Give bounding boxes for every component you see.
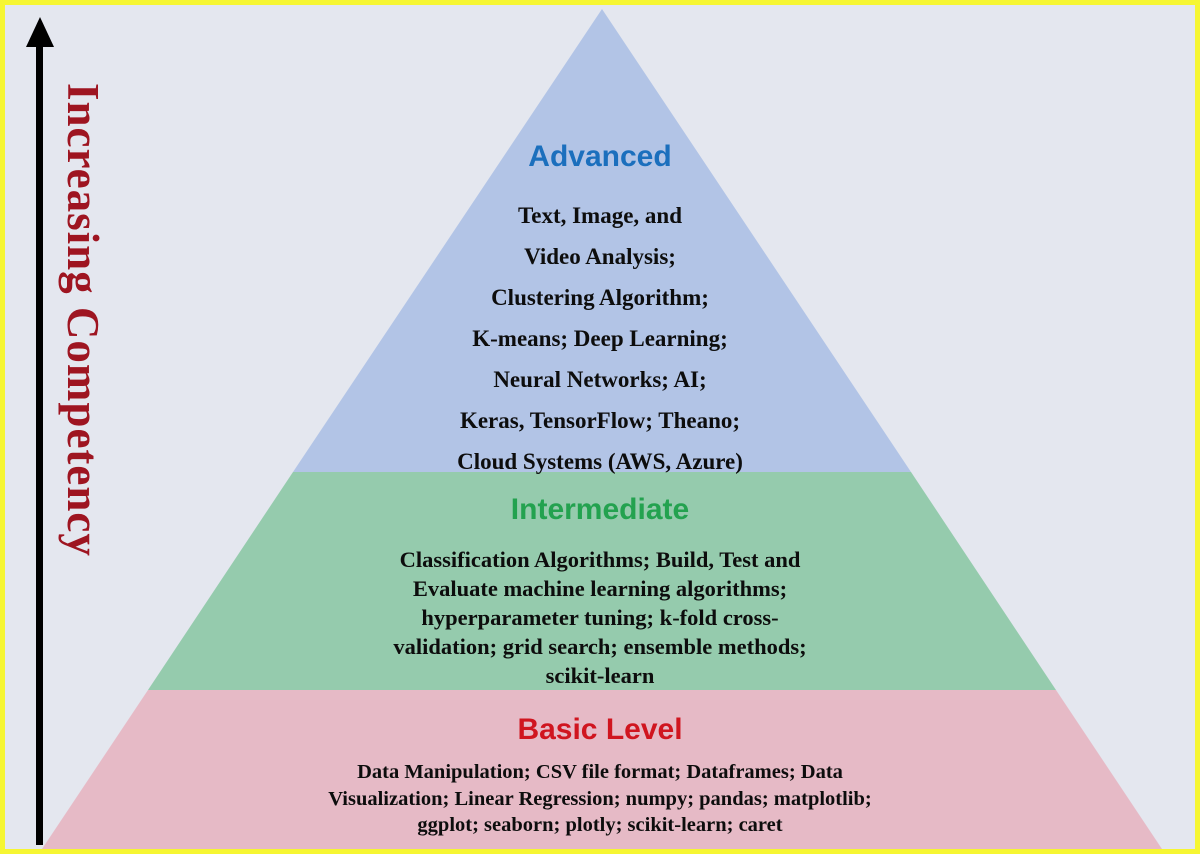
pyramid-level-basic <box>42 690 1162 849</box>
axis-arrow-line <box>36 41 43 845</box>
intermediate-title: Intermediate <box>510 493 690 526</box>
axis-label: Increasing Competency <box>58 83 108 557</box>
pyramid-level-intermediate <box>148 472 1056 690</box>
basic-body-text: Data Manipulation; CSV file format; Data… <box>328 761 872 836</box>
intermediate-body-text: Classification Algorithms; Build, Test a… <box>393 547 807 688</box>
advanced-title: Advanced <box>528 140 672 173</box>
advanced-body-text: Text, Image, and Video Analysis; Cluster… <box>457 203 743 474</box>
figure-stage: Increasing Competency Advanced Text, Ima… <box>5 5 1195 849</box>
basic-title: Basic Level <box>517 713 683 746</box>
